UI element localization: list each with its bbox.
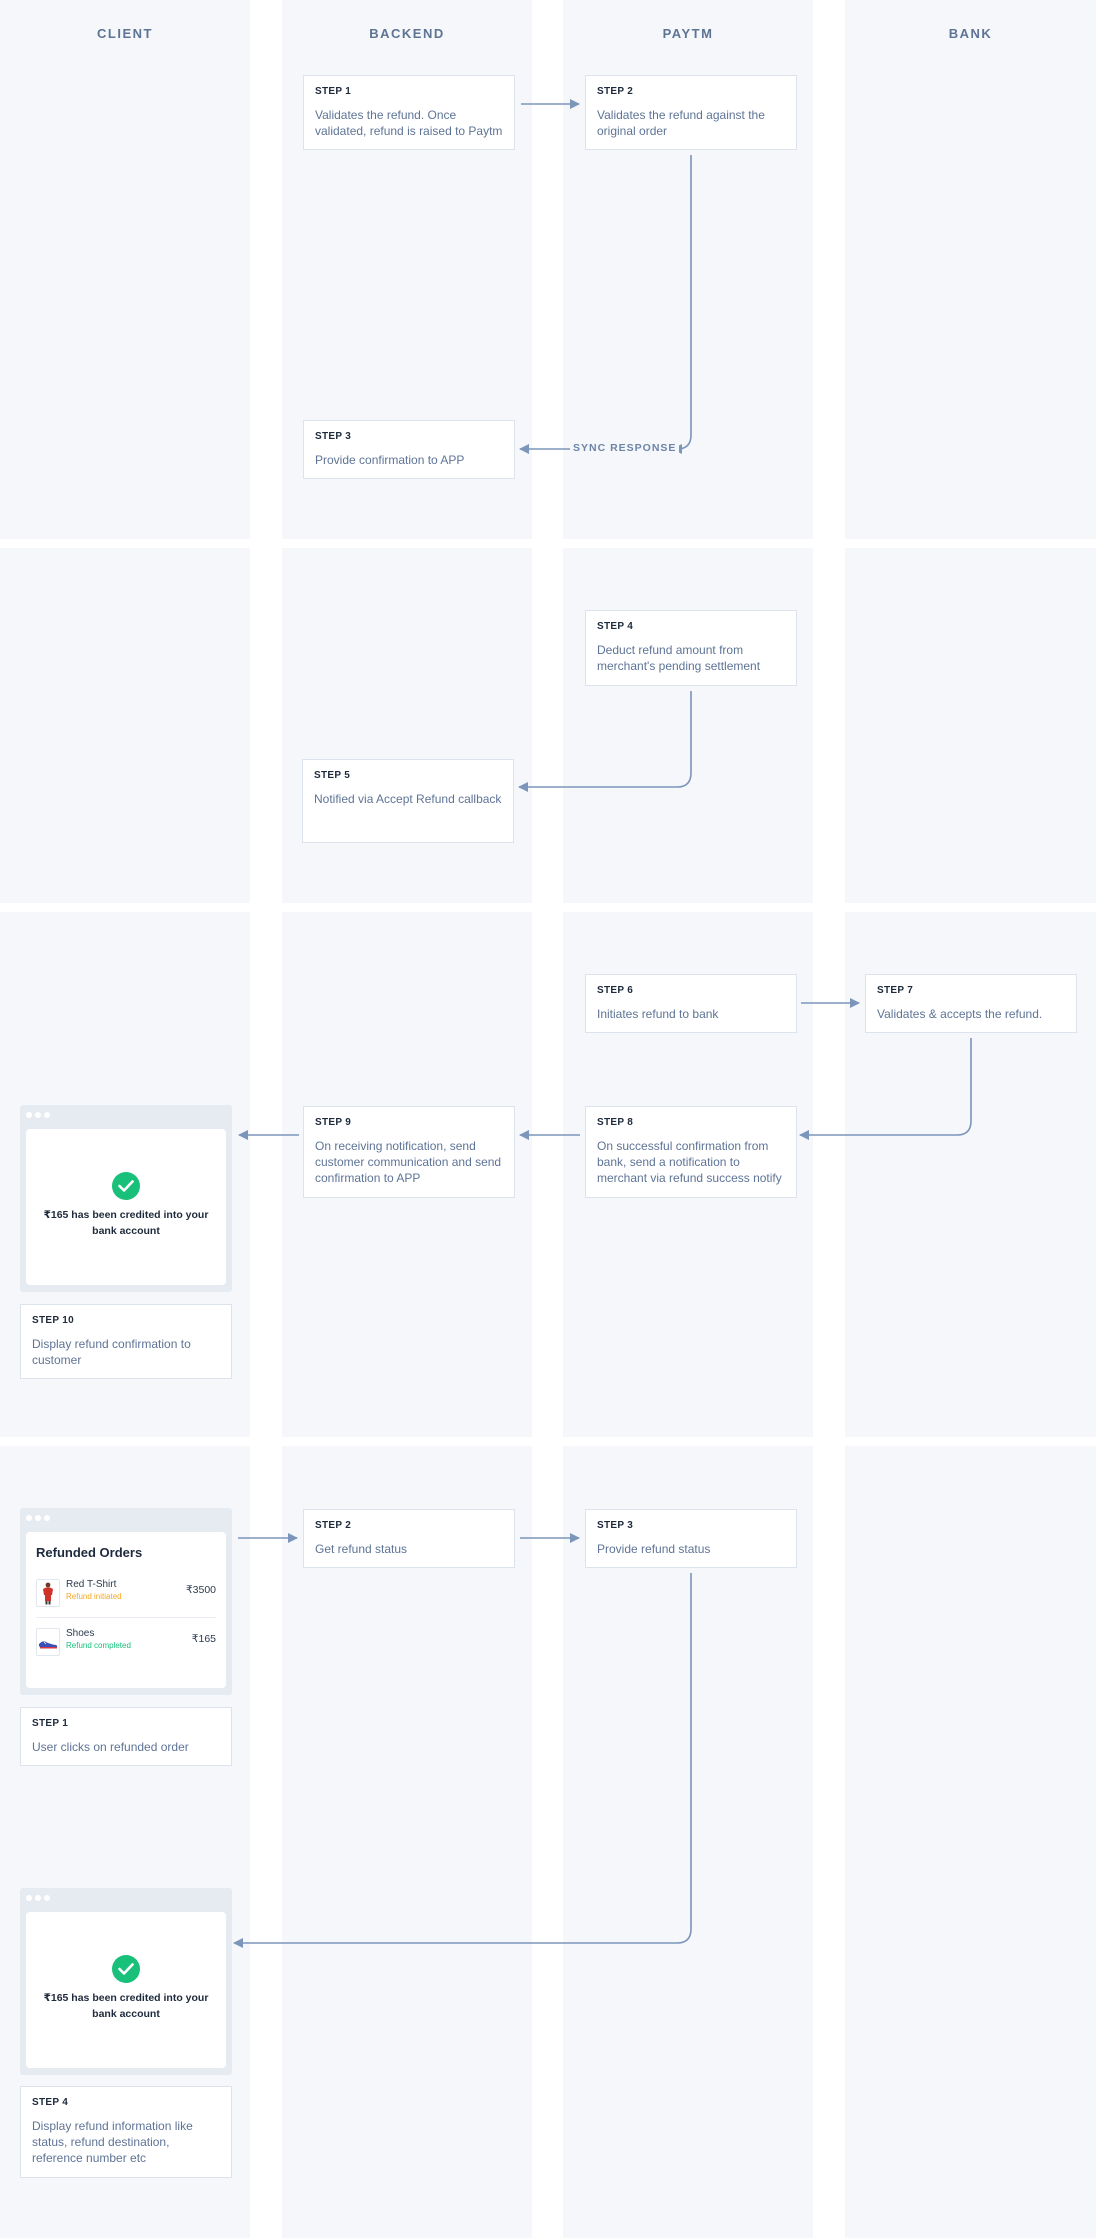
step-label: STEP 10 xyxy=(32,1315,74,1326)
check-circle-icon xyxy=(112,1172,140,1200)
arrow-step2-to-step3 xyxy=(673,155,691,449)
step-card-provide-refund-status: STEP 3 Provide refund status xyxy=(585,1509,797,1568)
step-label: STEP 6 xyxy=(597,985,633,996)
phone-screen: ₹165 has been credited into your bank ac… xyxy=(26,1129,226,1285)
step-label: STEP 4 xyxy=(32,2097,68,2108)
step-card-validate-order: STEP 2 Validates the refund against the … xyxy=(585,75,797,150)
check-circle-icon xyxy=(112,1955,140,1983)
step-card-deduct-refund: STEP 4 Deduct refund amount from merchan… xyxy=(585,610,797,686)
phone-mockup-refunded-orders: Refunded Orders Red T-Shirt Refund initi… xyxy=(20,1508,232,1695)
step-description: Initiates refund to bank xyxy=(597,1006,788,1022)
step-description: Validates the refund. Once validated, re… xyxy=(315,107,506,139)
phone-mockup-confirmation: ₹165 has been credited into your bank ac… xyxy=(20,1105,232,1292)
divider xyxy=(36,1617,216,1618)
window-dots xyxy=(26,1515,53,1521)
step-card-bank-validates: STEP 7 Validates & accepts the refund. xyxy=(865,974,1077,1033)
window-dots xyxy=(26,1895,53,1901)
step-card-validate-refund: STEP 1 Validates the refund. Once valida… xyxy=(303,75,515,150)
step-description: Display refund confirmation to customer xyxy=(32,1336,223,1368)
sync-response-label: SYNC RESPONSE xyxy=(570,442,679,454)
step-label: STEP 5 xyxy=(314,770,350,781)
step-description: Deduct refund amount from merchant's pen… xyxy=(597,642,788,674)
step-description: Provide refund status xyxy=(597,1541,788,1557)
list-item[interactable]: Shoes Refund completed ₹165 xyxy=(36,1625,216,1659)
step-label: STEP 8 xyxy=(597,1117,633,1128)
step-card-confirmation-to-app: STEP 3 Provide confirmation to APP xyxy=(303,420,515,479)
tshirt-icon xyxy=(36,1579,60,1607)
step-description: Get refund status xyxy=(315,1541,506,1557)
refunded-orders-title: Refunded Orders xyxy=(36,1545,142,1560)
shoe-icon xyxy=(36,1628,60,1656)
step-card-user-clicks-order: STEP 1 User clicks on refunded order xyxy=(20,1707,232,1766)
list-item[interactable]: Red T-Shirt Refund initiated ₹3500 xyxy=(36,1576,216,1610)
credit-message: ₹165 has been credited into your bank ac… xyxy=(36,1207,216,1239)
step-label: STEP 9 xyxy=(315,1117,351,1128)
item-name: Shoes xyxy=(66,1628,94,1639)
step-description: Validates & accepts the refund. xyxy=(877,1006,1068,1022)
step-card-display-confirmation: STEP 10 Display refund confirmation to c… xyxy=(20,1304,232,1379)
item-name: Red T-Shirt xyxy=(66,1579,116,1590)
arrow-step4-to-step5 xyxy=(519,691,691,787)
step-description: Display refund information like status, … xyxy=(32,2118,223,2166)
phone-mockup-refund-info: ₹165 has been credited into your bank ac… xyxy=(20,1888,232,2075)
step-label: STEP 1 xyxy=(32,1718,68,1729)
step-label: STEP 4 xyxy=(597,621,633,632)
item-status: Refund initiated xyxy=(66,1592,122,1601)
step-description: On receiving notification, send customer… xyxy=(315,1138,506,1186)
item-price: ₹3500 xyxy=(186,1584,216,1596)
step-card-customer-communication: STEP 9 On receiving notification, send c… xyxy=(303,1106,515,1198)
arrow-step7-to-step8 xyxy=(800,1038,971,1135)
window-dots xyxy=(26,1112,53,1118)
credit-message: ₹165 has been credited into your bank ac… xyxy=(36,1990,216,2022)
step-description: Provide confirmation to APP xyxy=(315,452,506,468)
step-card-get-refund-status: STEP 2 Get refund status xyxy=(303,1509,515,1568)
step-label: STEP 3 xyxy=(597,1520,633,1531)
step-label: STEP 1 xyxy=(315,86,351,97)
step-card-refund-success-notify: STEP 8 On successful confirmation from b… xyxy=(585,1106,797,1198)
phone-screen: Refunded Orders Red T-Shirt Refund initi… xyxy=(26,1532,226,1688)
step-card-accept-refund-callback: STEP 5 Notified via Accept Refund callba… xyxy=(302,759,514,843)
step-description: User clicks on refunded order xyxy=(32,1739,223,1755)
step-label: STEP 2 xyxy=(315,1520,351,1531)
step-label: STEP 7 xyxy=(877,985,913,996)
item-price: ₹165 xyxy=(192,1633,216,1645)
step-card-initiate-refund: STEP 6 Initiates refund to bank xyxy=(585,974,797,1033)
step-label: STEP 2 xyxy=(597,86,633,97)
step-description: Notified via Accept Refund callback xyxy=(314,791,505,807)
arrow-step3-to-client xyxy=(234,1573,691,1943)
step-card-display-refund-info: STEP 4 Display refund information like s… xyxy=(20,2086,232,2178)
item-status: Refund completed xyxy=(66,1641,131,1650)
phone-screen: ₹165 has been credited into your bank ac… xyxy=(26,1912,226,2068)
step-description: Validates the refund against the origina… xyxy=(597,107,788,139)
step-description: On successful confirmation from bank, se… xyxy=(597,1138,788,1186)
step-label: STEP 3 xyxy=(315,431,351,442)
